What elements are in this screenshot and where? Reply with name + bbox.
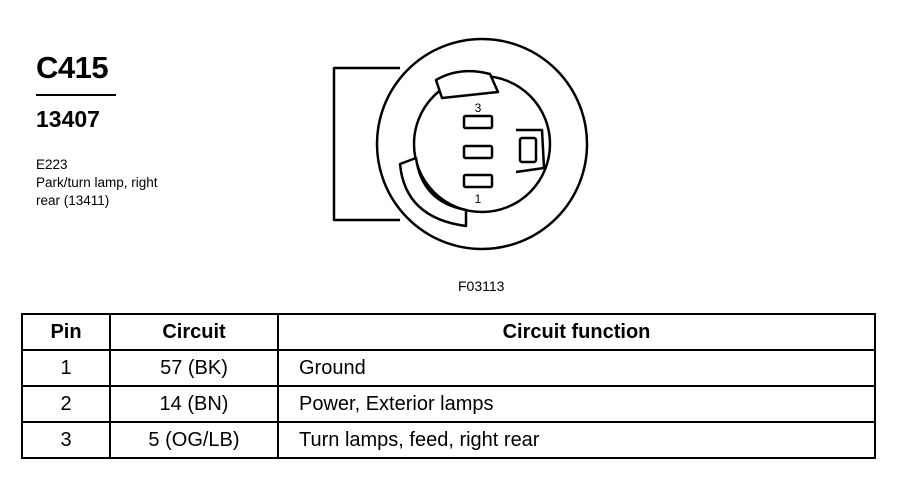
pin-label-1: 1 (475, 192, 482, 206)
pin-cavity-1 (462, 173, 494, 189)
description-line: Park/turn lamp, right (36, 175, 158, 190)
table-row: 2 14 (BN) Power, Exterior lamps (21, 385, 876, 423)
header-pin: Pin (21, 313, 111, 351)
top-keyway-tab (434, 69, 500, 100)
header-circuit: Circuit (109, 313, 279, 351)
pin-cavity-2 (462, 144, 494, 160)
right-latch-button (518, 136, 538, 164)
description-line: rear (13411) (36, 193, 110, 208)
cell-function: Power, Exterior lamps (277, 385, 876, 423)
cell-pin: 1 (21, 349, 111, 387)
cell-circuit: 57 (BK) (109, 349, 279, 387)
title-underline (36, 94, 116, 96)
table-header-row: Pin Circuit Circuit function (21, 313, 876, 351)
header-function: Circuit function (277, 313, 876, 351)
connector-id: C415 (36, 50, 109, 85)
cell-pin: 2 (21, 385, 111, 423)
connector-housing (332, 66, 400, 222)
connector-outer-ring (375, 37, 589, 251)
table-row: 1 57 (BK) Ground (21, 349, 876, 387)
part-number: 13407 (36, 106, 100, 132)
cell-circuit: 14 (BN) (109, 385, 279, 423)
pin-label-3: 3 (475, 101, 482, 115)
pinout-table: Pin Circuit Circuit function 1 57 (BK) G… (21, 313, 876, 459)
locking-arc (398, 156, 468, 228)
table-row: 3 5 (OG/LB) Turn lamps, feed, right rear (21, 421, 876, 459)
right-latch (515, 128, 546, 174)
description-line: E223 (36, 157, 68, 172)
connector-face-diagram: 3 1 (332, 37, 589, 251)
cell-circuit: 5 (OG/LB) (109, 421, 279, 459)
connector-description: E223 Park/turn lamp, right rear (13411) (36, 156, 158, 210)
figure-id: F03113 (458, 278, 505, 294)
pin-cavity-3 (462, 114, 494, 130)
cell-function: Turn lamps, feed, right rear (277, 421, 876, 459)
cell-pin: 3 (21, 421, 111, 459)
cell-function: Ground (277, 349, 876, 387)
